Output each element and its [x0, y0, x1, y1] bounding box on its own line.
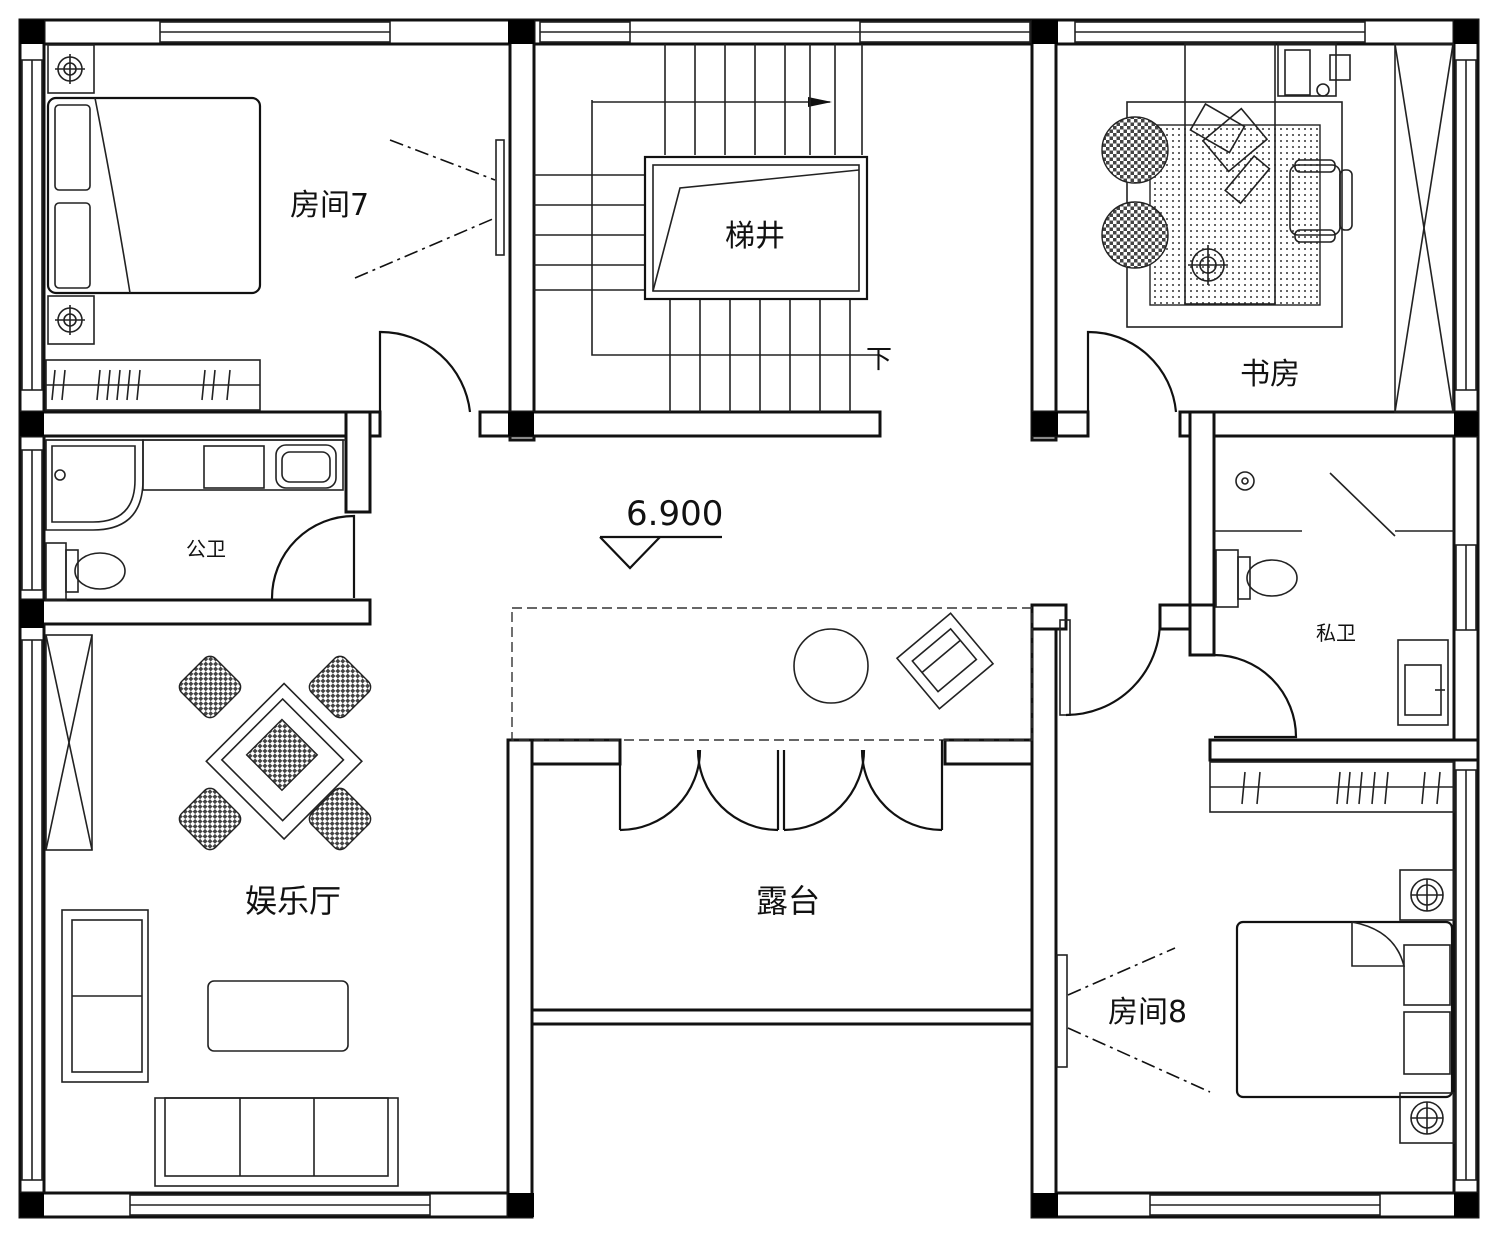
label-room8: 房间8 — [1108, 995, 1187, 1030]
label-stair-well: 梯井 — [725, 219, 785, 254]
label-terrace: 露台 — [756, 882, 820, 920]
room-labels: 房间7 梯井 下 书房 公卫 私卫 娱乐厅 露台 房间8 — [186, 188, 1356, 1030]
room8-furniture — [1056, 761, 1455, 1144]
study-furniture — [1086, 43, 1454, 413]
terrace-doors — [618, 740, 944, 832]
entertainment-furniture — [45, 634, 399, 1187]
stairs — [534, 44, 880, 412]
elevation-value: 6.900 — [626, 494, 723, 534]
label-public-bath: 公卫 — [186, 537, 226, 561]
label-study: 书房 — [1240, 357, 1300, 392]
room7-furniture — [45, 44, 505, 413]
private-bath-fixtures — [1213, 471, 1454, 739]
label-private-bath: 私卫 — [1316, 621, 1356, 645]
public-bath-fixtures — [45, 439, 356, 601]
columns — [20, 20, 1478, 1217]
landing-furniture — [511, 607, 1162, 741]
label-entertainment-hall: 娱乐厅 — [245, 882, 341, 920]
elevation-marker: 6.900 — [599, 494, 723, 570]
label-stair-down: 下 — [866, 345, 892, 375]
label-room7: 房间7 — [290, 188, 369, 223]
